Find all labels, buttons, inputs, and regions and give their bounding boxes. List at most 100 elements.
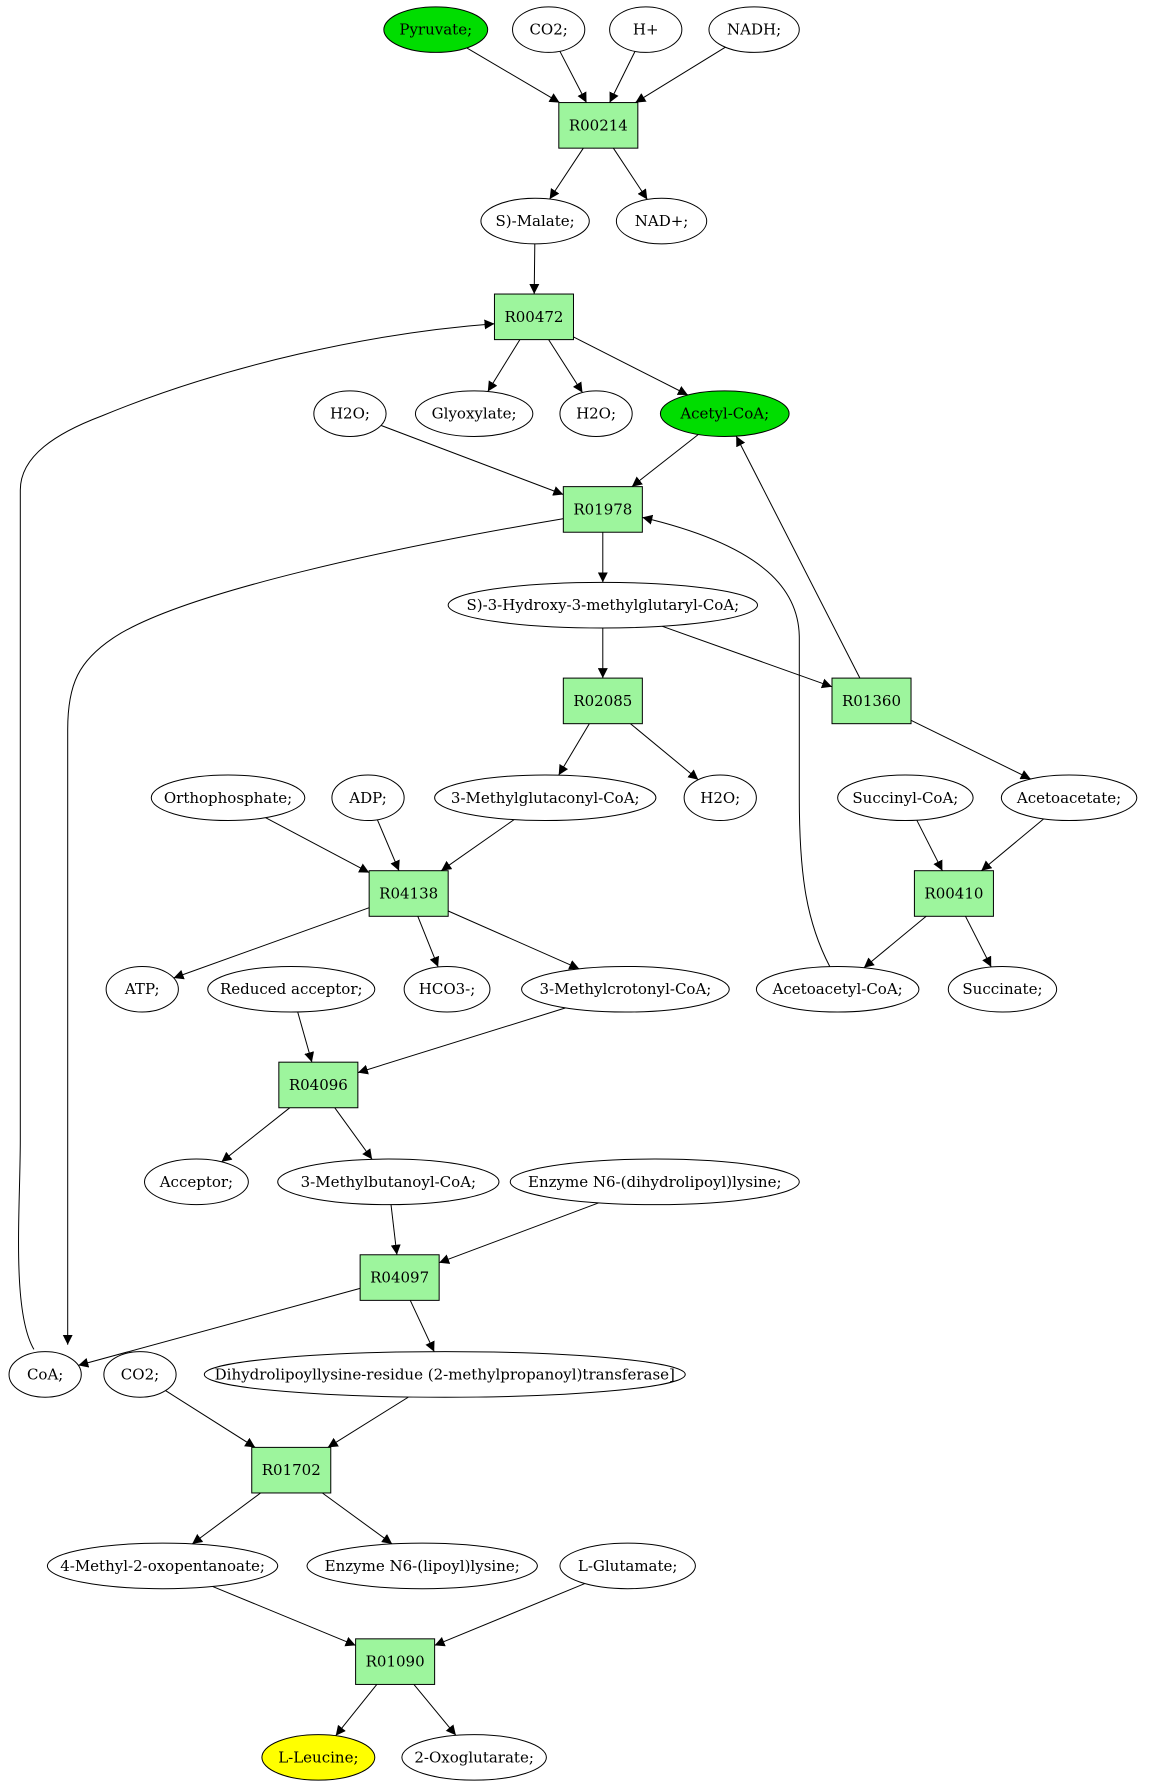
- reaction-node-r04096: R04096: [278, 1061, 359, 1109]
- node-label: R00410: [924, 885, 983, 903]
- compound-ellipse: [261, 1734, 376, 1781]
- edge-orthophosphate-to-r04138: [265, 817, 370, 874]
- edge-dihydrolipoyl-to-r01702: [327, 1396, 409, 1448]
- edge-r01090-to-oxoglutarate: [413, 1684, 457, 1736]
- compound-node-succinylcoa: Succinyl-CoA;: [837, 774, 974, 822]
- edge-malate-to-r00472: [529, 243, 540, 295]
- reaction-box: [368, 870, 449, 917]
- node-label: Pyruvate;: [399, 21, 472, 39]
- node-label: 3-Methylglutaconyl-CoA;: [451, 789, 640, 807]
- edge-r00214-to-nadplus: [612, 147, 648, 200]
- compound-ellipse: [105, 965, 179, 1013]
- compound-node-nadh: NADH;: [708, 6, 800, 53]
- reaction-node-r01978: R01978: [562, 486, 643, 533]
- compound-ellipse: [512, 6, 586, 53]
- edge-r02085-to-methylglutaconyl: [558, 723, 590, 776]
- compound-ellipse: [559, 390, 633, 437]
- nodes-layer: Pyruvate;CO2;H+NADH;R00214S)-Malate;NAD+…: [8, 6, 1138, 1781]
- node-label: Reduced acceptor;: [220, 980, 363, 998]
- reaction-box: [562, 486, 643, 533]
- edge-co2_b-to-r01702: [165, 1390, 256, 1448]
- node-label: S)-Malate;: [496, 212, 575, 230]
- edge-r00472-to-acetylcoa: [573, 336, 689, 396]
- compound-ellipse: [331, 774, 405, 822]
- edge-h2o_a-to-r01978: [380, 424, 564, 496]
- edge-succinylcoa-to-r00410: [916, 819, 943, 871]
- compound-ellipse: [947, 965, 1058, 1013]
- compound-node-enzymelipoyl: Enzyme N6-(lipoyl)lysine;: [306, 1542, 538, 1590]
- node-label: 2-Oxoglutarate;: [414, 1748, 534, 1766]
- compound-node-acetoacetylcoa: Acetoacetyl-CoA;: [755, 965, 920, 1013]
- compound-ellipse: [615, 197, 708, 245]
- edge-r02085-to-h2o_c: [630, 723, 699, 781]
- node-label: R01090: [366, 1653, 425, 1671]
- compound-node-h2o_c: H2O;: [683, 774, 757, 822]
- node-label: CO2;: [121, 1365, 159, 1383]
- node-label: Acetoacetate;: [1016, 789, 1121, 807]
- compound-ellipse: [103, 1351, 177, 1398]
- compound-ellipse: [144, 1158, 249, 1206]
- edge-r01978-to-coa: [62, 518, 565, 1345]
- compound-node-adp: ADP;: [331, 774, 405, 822]
- compound-node-co2_top: CO2;: [512, 6, 586, 53]
- edge-methylglutaconyl-to-r04138: [440, 819, 515, 872]
- node-label: 3-Methylbutanoyl-CoA;: [301, 1173, 476, 1191]
- node-label: R00472: [504, 308, 563, 326]
- node-label: Glyoxylate;: [432, 405, 517, 423]
- compound-node-succinate: Succinate;: [947, 965, 1058, 1013]
- compound-ellipse: [203, 1351, 686, 1398]
- reaction-node-r01702: R01702: [251, 1446, 332, 1494]
- compound-node-methyloxopentanoate: 4-Methyl-2-oxopentanoate;: [46, 1542, 279, 1590]
- node-label: CoA;: [27, 1365, 63, 1383]
- reaction-box: [278, 1061, 359, 1109]
- compound-node-co2_b: CO2;: [103, 1351, 177, 1398]
- reaction-node-r01360: R01360: [831, 677, 912, 725]
- edge-r00472-to-h2o_b: [548, 339, 583, 393]
- node-label: R04097: [370, 1269, 429, 1287]
- compound-ellipse: [207, 965, 376, 1013]
- compound-ellipse: [521, 965, 730, 1013]
- node-label: H+: [633, 21, 659, 39]
- compound-node-methylglutaconyl: 3-Methylglutaconyl-CoA;: [434, 774, 657, 822]
- compound-node-h2o_b: H2O;: [559, 390, 633, 437]
- node-label: L-Glutamate;: [578, 1557, 678, 1575]
- node-label: S)-3-Hydroxy-3-methylglutaryl-CoA;: [466, 596, 739, 614]
- compound-node-malate: S)-Malate;: [480, 197, 590, 245]
- reaction-box: [831, 677, 912, 725]
- reaction-node-r04138: R04138: [368, 870, 449, 917]
- edge-r00472-to-glyoxylate: [487, 339, 521, 392]
- edge-pyruvate-to-r00214: [466, 47, 560, 104]
- node-label: H2O;: [576, 405, 616, 423]
- compound-ellipse: [313, 390, 387, 437]
- edge-methyloxopentanoate-to-r01090: [212, 1585, 356, 1647]
- node-label: NADH;: [727, 21, 781, 39]
- compound-ellipse: [447, 581, 758, 629]
- reaction-node-r00472: R00472: [493, 293, 574, 341]
- edge-reducedacceptor-to-r04096: [297, 1011, 314, 1063]
- node-label: R01360: [842, 692, 901, 710]
- reaction-node-r01090: R01090: [355, 1638, 436, 1685]
- compound-ellipse: [434, 774, 657, 822]
- compound-ellipse: [383, 6, 489, 53]
- node-label: R04138: [379, 885, 438, 903]
- node-label: L-Leucine;: [278, 1748, 358, 1766]
- edges-layer: [18, 46, 1045, 1737]
- node-label: Succinyl-CoA;: [852, 789, 958, 807]
- edge-r00410-to-acetoacetylcoa: [863, 915, 927, 969]
- edge-r00214-to-malate: [549, 147, 584, 200]
- reaction-box: [251, 1446, 332, 1494]
- node-label: Dihydrolipoyllysine-residue (2-methylpro…: [215, 1365, 675, 1383]
- compound-node-dihydrolipoyl: Dihydrolipoyllysine-residue (2-methylpro…: [203, 1351, 686, 1398]
- compound-ellipse: [277, 1158, 500, 1206]
- edge-co2_top-to-r00214: [559, 51, 587, 103]
- edge-acetylcoa-to-r01978: [631, 434, 699, 487]
- compound-node-enzymedihydro: Enzyme N6-(dihydrolipoyl)lysine;: [509, 1158, 800, 1206]
- node-label: Acetyl-CoA;: [679, 405, 769, 423]
- node-label: 4-Methyl-2-oxopentanoate;: [60, 1557, 265, 1575]
- compound-ellipse: [46, 1542, 279, 1590]
- node-label: R01702: [262, 1461, 321, 1479]
- node-label: R01978: [573, 500, 632, 518]
- compound-ellipse: [8, 1351, 82, 1398]
- compound-node-atp: ATP;: [105, 965, 179, 1013]
- node-label: NAD+;: [635, 212, 689, 230]
